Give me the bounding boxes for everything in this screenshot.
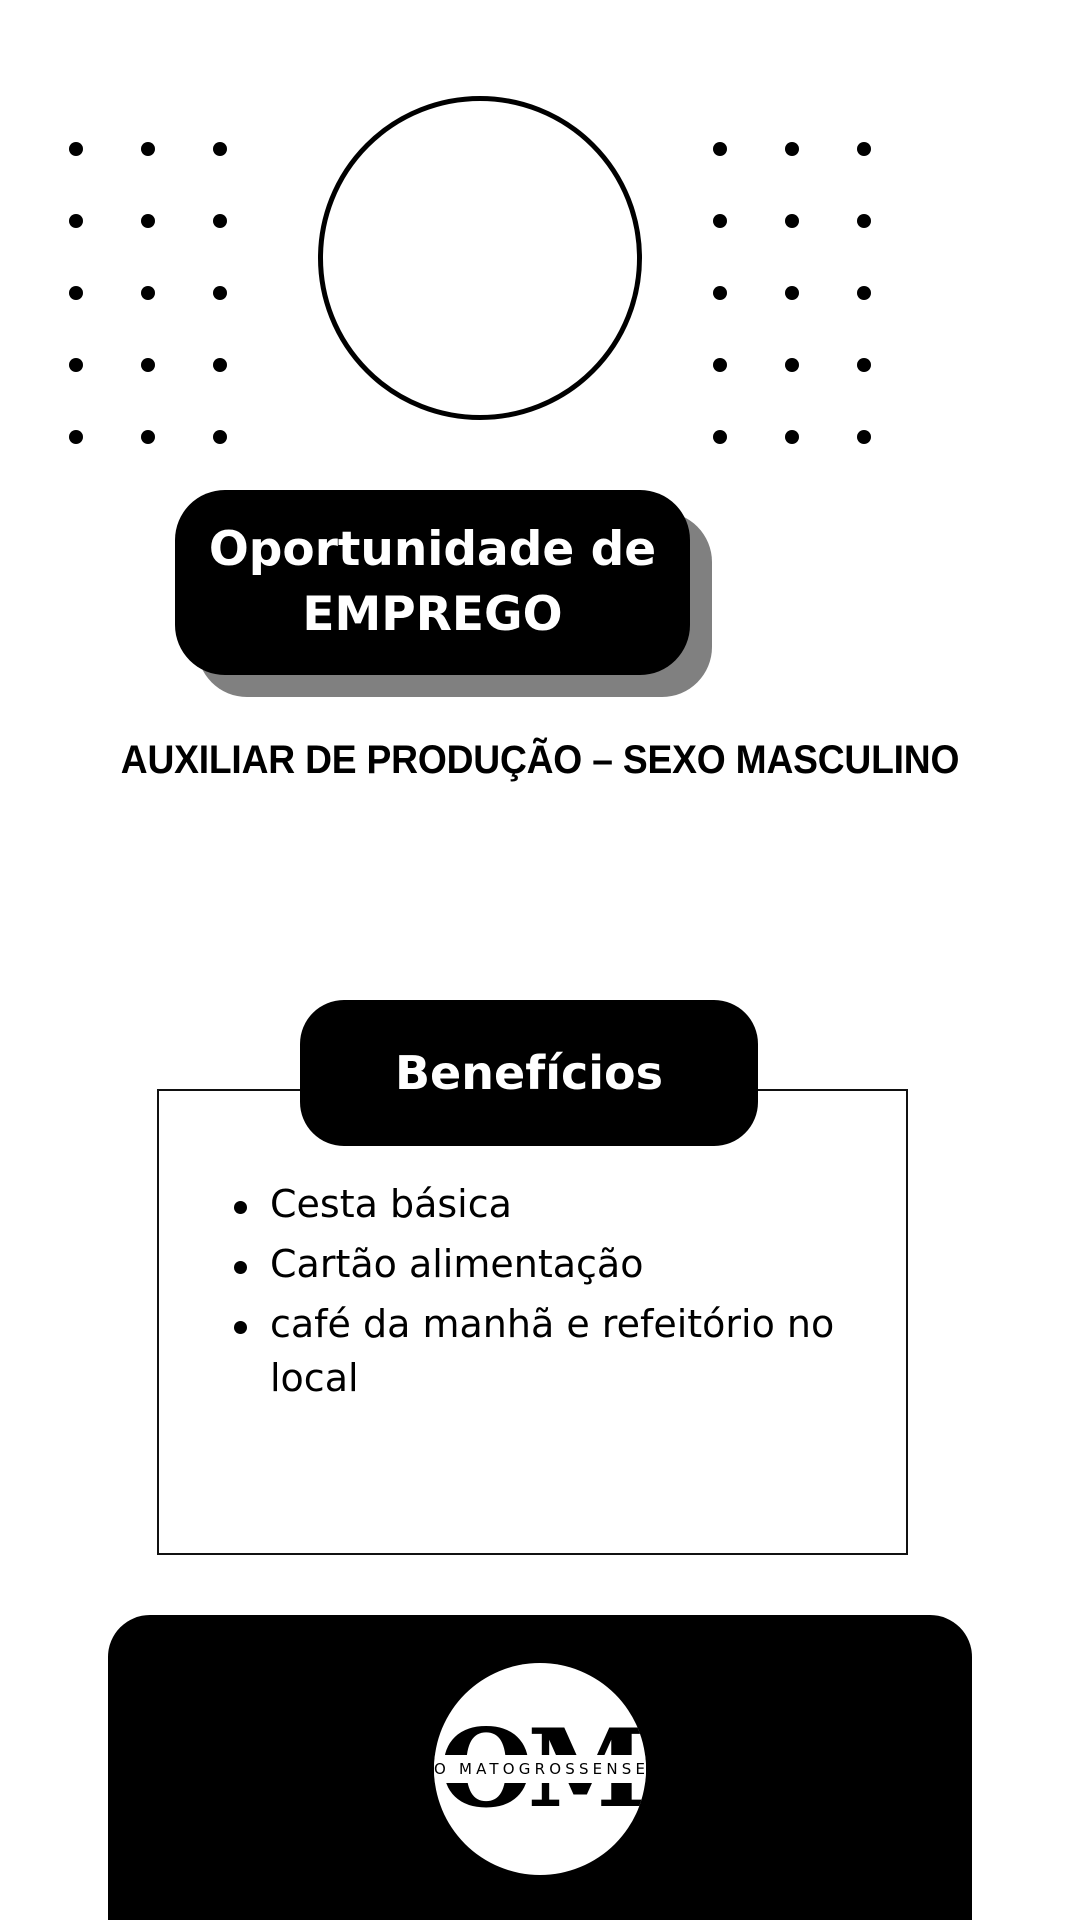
dot-cell [828,113,900,185]
dot-icon [213,142,227,156]
dot-icon [213,358,227,372]
dot-icon [141,142,155,156]
dot-cell [112,113,184,185]
dot-icon [857,286,871,300]
title-badge-line-2: EMPREGO [302,586,563,642]
dot-icon [713,358,727,372]
dot-cell [40,113,112,185]
dot-cell [684,113,756,185]
dot-cell [184,257,256,329]
dot-icon [213,430,227,444]
dot-cell [756,113,828,185]
dot-grid-right [684,113,900,473]
benefits-list: Cesta básica Cartão alimentação café da … [228,1178,868,1412]
dot-icon [141,214,155,228]
dot-cell [756,329,828,401]
dot-icon [141,358,155,372]
dot-icon [213,286,227,300]
dot-icon [785,286,799,300]
dot-icon [785,430,799,444]
dot-icon [857,358,871,372]
dot-cell [184,401,256,473]
dot-icon [713,214,727,228]
dot-cell [112,329,184,401]
dot-cell [112,401,184,473]
dot-cell [828,257,900,329]
dot-icon [857,142,871,156]
dot-cell [40,401,112,473]
dot-icon [713,286,727,300]
dot-cell [684,401,756,473]
dot-grid-left [40,113,256,473]
dot-cell [828,401,900,473]
dot-icon [69,430,83,444]
list-item: Cartão alimentação [228,1238,868,1292]
dot-cell [184,329,256,401]
brand-logo: OM O MATOGROSSENSE [434,1663,646,1875]
dot-icon [785,142,799,156]
dot-cell [828,329,900,401]
dot-icon [713,142,727,156]
dot-cell [40,329,112,401]
dot-cell [40,185,112,257]
benefits-badge-label: Benefícios [394,1046,663,1100]
title-badge-wrapper: Oportunidade de EMPREGO [175,490,712,697]
dot-cell [684,185,756,257]
dot-icon [213,214,227,228]
dot-cell [112,257,184,329]
dot-icon [69,142,83,156]
dot-cell [184,185,256,257]
dot-icon [713,430,727,444]
dot-icon [69,214,83,228]
dot-cell [684,329,756,401]
list-item: café da manhã e refeitório no local [228,1298,868,1406]
list-item: Cesta básica [228,1178,868,1232]
dot-icon [785,358,799,372]
dot-icon [69,358,83,372]
dot-cell [756,257,828,329]
dot-cell [684,257,756,329]
dot-icon [785,214,799,228]
dot-cell [184,113,256,185]
dot-icon [141,286,155,300]
benefits-badge: Benefícios [300,1000,758,1146]
dot-cell [756,401,828,473]
logo-wordmark: O MATOGROSSENSE [434,1755,646,1783]
hero-circle-outline [318,96,642,420]
dot-cell [40,257,112,329]
dot-icon [857,214,871,228]
job-title-headline: AUXILIAR DE PRODUÇÃO – SEXO MASCULINO [120,738,960,782]
dot-icon [857,430,871,444]
dot-cell [756,185,828,257]
dot-icon [69,286,83,300]
dot-cell [828,185,900,257]
dot-cell [112,185,184,257]
title-badge-line-1: Oportunidade de [208,521,657,577]
title-badge: Oportunidade de EMPREGO [175,490,690,675]
dot-icon [141,430,155,444]
